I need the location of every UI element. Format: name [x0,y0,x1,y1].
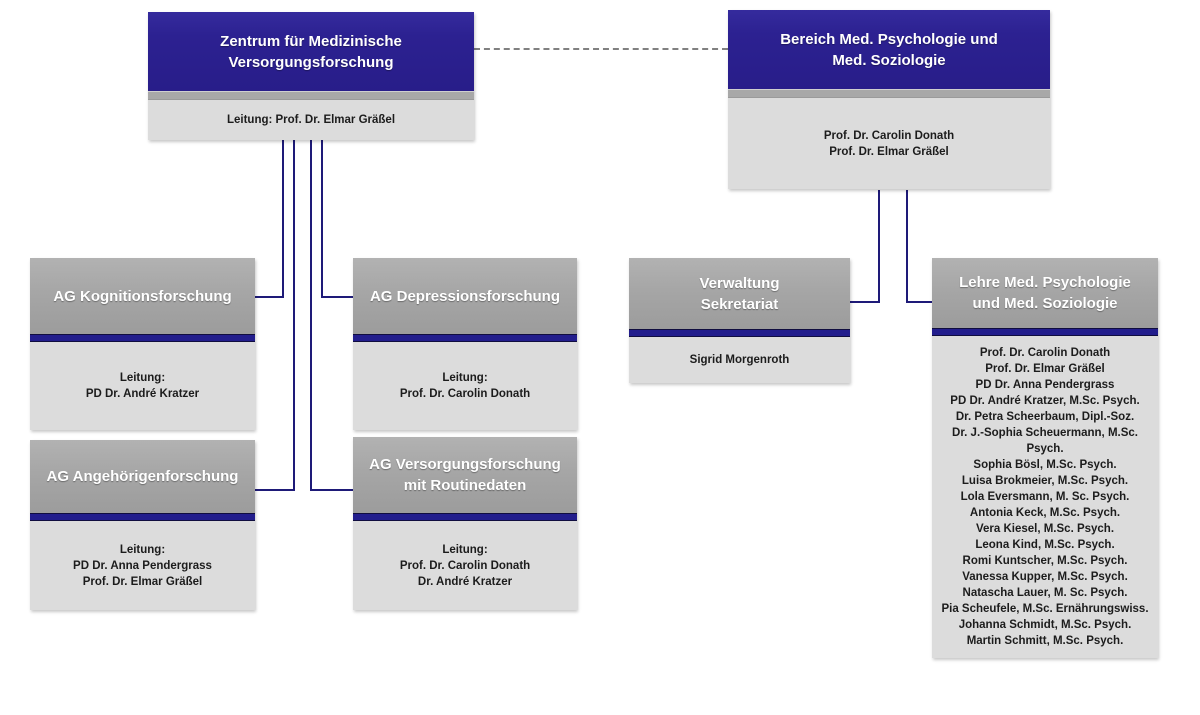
body-line: Leitung: [119,372,166,384]
body-line: Leitung: [119,543,166,556]
verwaltung-divider-band [629,329,850,337]
org-box-kognition: AG Kognitionsforschung Leitung: PD Dr. An… [30,258,255,430]
connector-zentrum-depression-horizontal [321,296,353,298]
zentrum-divider-band [148,91,474,100]
kognition-body: Leitung: PD Dr. André Kratzer [30,342,255,430]
kognition-title: AG Kognitionsforschung [30,258,255,334]
lehre-member: Johanna Schmidt, M.Sc. Psych. [958,619,1132,631]
body-line: Dr. André Kratzer [417,575,513,588]
body-line: PD Dr. André Kratzer [85,388,200,400]
title-line: Med. Soziologie [832,51,946,69]
lehre-member: Luisa Brokmeier, M.Sc. Psych. [961,475,1129,487]
body-line: Leitung: Prof. Dr. Elmar Gräßel [226,114,396,126]
body-line: PD Dr. Anna Pendergrass [73,559,212,572]
angehoerigen-divider-band [30,513,255,521]
lehre-member: Natascha Lauer, M. Sc. Psych. [962,587,1128,599]
connector-zentrum-versorgung-horizontal [310,489,353,491]
body-line: Leitung: [442,543,488,556]
lehre-divider-band [932,328,1158,336]
lehre-member: Leona Kind, M.Sc. Psych. [975,539,1115,551]
title-line: mit Routinedaten [403,477,527,494]
title-line: AG Versorgungsforschung [369,456,561,473]
depression-divider-band [353,334,577,342]
title-line: Zentrum für Medizinische [220,32,402,50]
title-line: Versorgungsforschung [228,53,394,71]
lehre-member: Vera Kiesel, M.Sc. Psych. [975,523,1115,535]
versorgung-title: AG Versorgungsforschung mit Routinedaten [353,437,577,513]
depression-title: AG Depressionsforschung [353,258,577,334]
lehre-member: PD Dr. Anna Pendergrass [975,379,1115,391]
body-line: Prof. Dr. Carolin Donath [399,559,531,572]
angehoerigen-title: AG Angehörigenforschung [30,440,255,513]
title-line: Verwaltung [699,274,780,292]
lehre-member: Antonia Keck, M.Sc. Psych. [969,507,1121,519]
title-line: AG Kognitionsforschung [53,287,232,305]
lehre-member: PD Dr. André Kratzer, M.Sc. Psych. [950,395,1140,407]
lehre-member: Dr. Petra Scheerbaum, Dipl.-Soz. [955,411,1135,423]
bereich-divider-band [728,89,1050,98]
connector-zentrum-angehoerigen-vertical [293,140,295,491]
body-line: Prof. Dr. Carolin Donath [823,129,955,142]
title-line: AG Angehörigenforschung [46,468,239,485]
lehre-member: Prof. Dr. Elmar Gräßel [985,363,1105,375]
lehre-member: Pia Scheufele, M.Sc. Ernährungswiss. [941,603,1149,615]
lehre-member: Romi Kuntscher, M.Sc. Psych. [962,555,1128,567]
verwaltung-body: Sigrid Morgenroth [629,337,850,383]
org-box-angehoerigen: AG Angehörigenforschung Leitung: PD Dr. A… [30,440,255,610]
title-line: AG Depressionsforschung [369,287,561,305]
body-line: Prof. Dr. Elmar Gräßel [82,575,203,588]
connector-bereich-verwaltung-vertical [878,190,880,303]
org-box-lehre: Lehre Med. Psychologie und Med. Soziologi… [932,258,1158,658]
connector-bereich-verwaltung-horizontal [850,301,880,303]
connector-bereich-lehre-horizontal [906,301,932,303]
kognition-divider-band [30,334,255,342]
connector-zentrum-depression-vertical [321,140,323,298]
title-line: Lehre Med. Psychologie [959,274,1131,291]
org-box-depression: AG Depressionsforschung Leitung: Prof. Dr… [353,258,577,430]
body-line: Prof. Dr. Carolin Donath [399,388,531,400]
connector-bereich-lehre-vertical [906,190,908,303]
versorgung-divider-band [353,513,577,521]
lehre-member: Sophia Bösl, M.Sc. Psych. [973,459,1117,471]
title-line: Bereich Med. Psychologie und [780,30,998,48]
depression-body: Leitung: Prof. Dr. Carolin Donath [353,342,577,430]
title-line: und Med. Soziologie [972,295,1118,312]
lehre-member: Lola Eversmann, M. Sc. Psych. [960,491,1130,503]
connector-zentrum-kognition-vertical [282,140,284,298]
connector-zentrum-kognition-horizontal [255,296,284,298]
body-line: Sigrid Morgenroth [689,354,790,366]
zentrum-body: Leitung: Prof. Dr. Elmar Gräßel [148,100,474,140]
lehre-title: Lehre Med. Psychologie und Med. Soziologi… [932,258,1158,328]
lehre-member: Dr. J.-Sophia Scheuermann, M.Sc. Psych. [952,427,1138,455]
connector-dashed-zentrum-bereich [474,48,728,50]
lehre-member: Martin Schmitt, M.Sc. Psych. [966,635,1124,647]
lehre-member: Prof. Dr. Carolin Donath [979,347,1111,359]
connector-zentrum-angehoerigen-horizontal [255,489,295,491]
title-line: Sekretariat [700,295,779,313]
lehre-member: Vanessa Kupper, M.Sc. Psych. [962,571,1128,583]
body-line: Leitung: [442,372,488,384]
connector-zentrum-versorgung-vertical [310,140,312,491]
body-line: Prof. Dr. Elmar Gräßel [829,145,949,158]
